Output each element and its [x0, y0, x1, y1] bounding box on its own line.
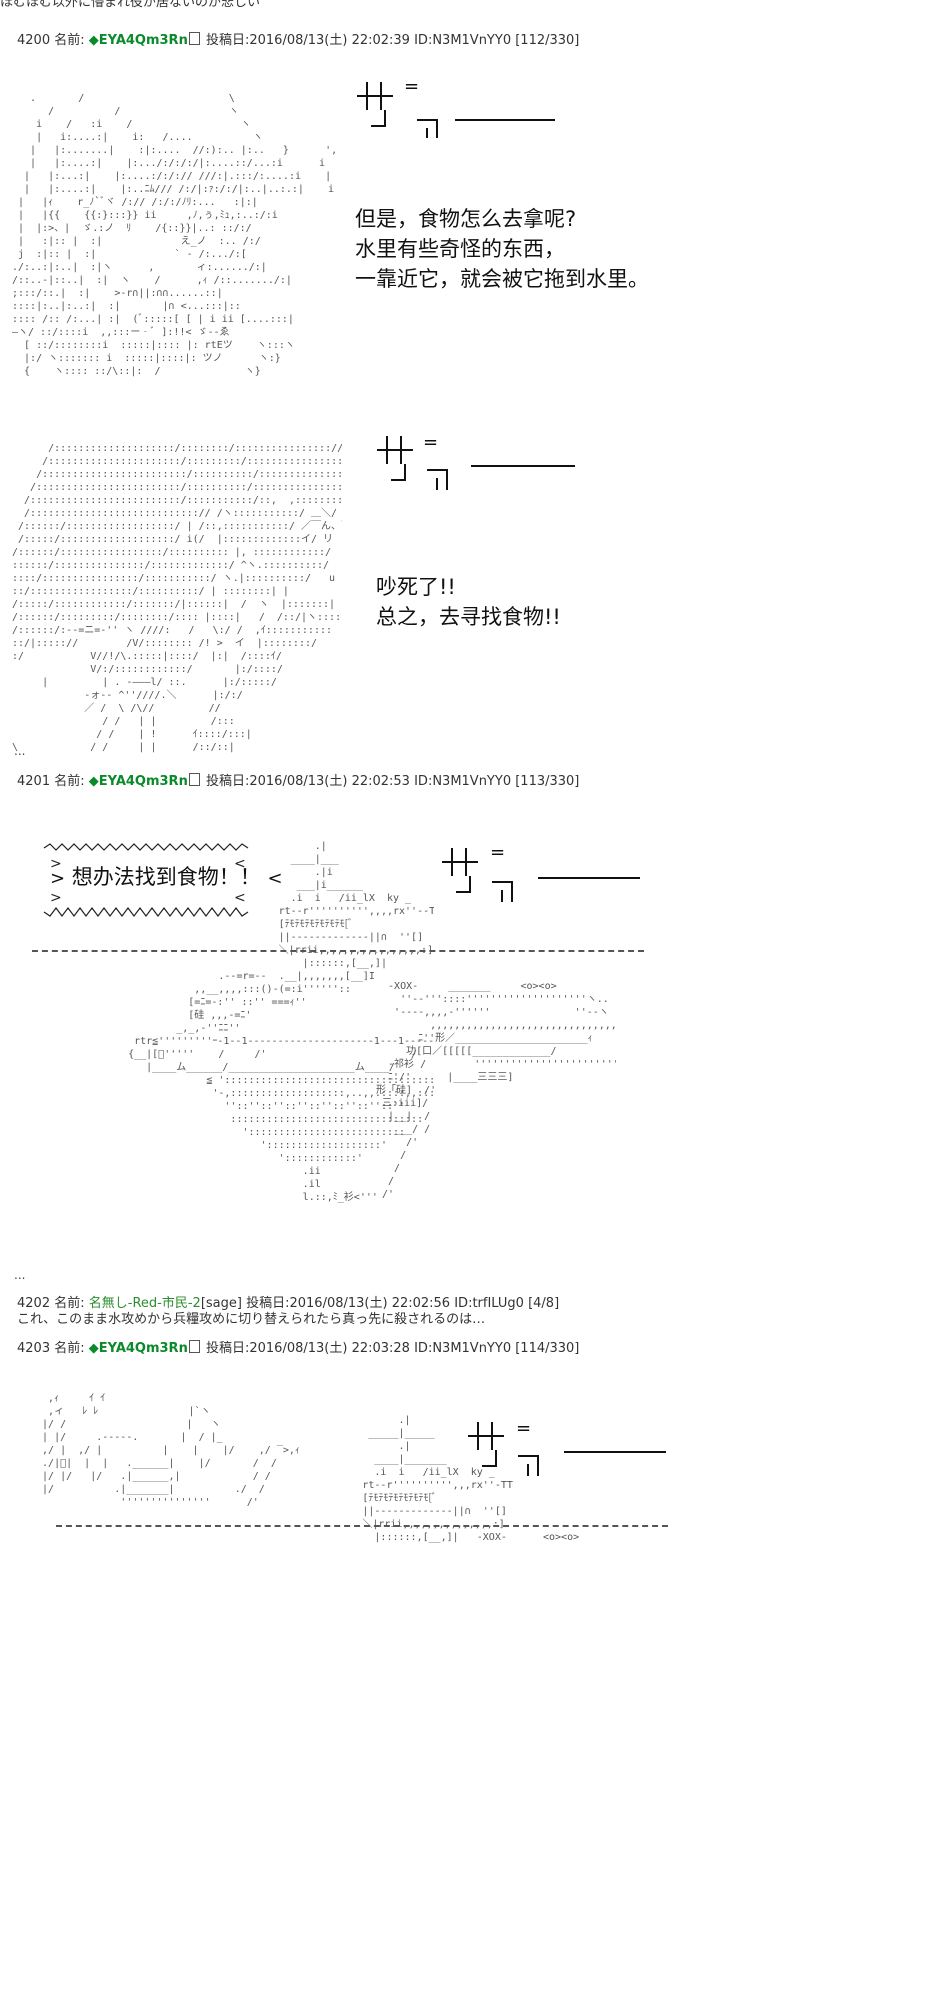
shout-text: 想办法找到食物！！	[71, 865, 261, 889]
dialog-line: 水里有些奇怪的东西，	[355, 237, 565, 261]
sage-label: [sage]	[200, 1296, 242, 1311]
post-header-4203: 4203 名前: ◆EYA4Qm3Rn 投稿日:2016/08/13(土) 22…	[17, 1340, 579, 1357]
ascii-art-ship-right: -XOX- _______ <o><o> ''--'''::::''''''''…	[376, 981, 616, 1200]
dialog-line: 但是，食物怎么去拿呢?	[355, 207, 577, 231]
post-date: 2016/08/13(土) 22:03:28	[249, 1341, 410, 1356]
poster-id[interactable]: ID:N3M1VnYY0	[414, 774, 512, 789]
poster-name[interactable]: ◆EYA4Qm3Rn	[88, 33, 188, 48]
poster-name[interactable]: ◆EYA4Qm3Rn	[88, 774, 188, 789]
svg-text:>: >	[50, 856, 62, 872]
ascii-art-sfx-gogo: ,ｨ ｲ ｲ ,ィ ﾚ ﾚ |`ヽ |/ / | ヽ | |/ .-----. …	[42, 1393, 300, 1508]
name-label: 名前:	[54, 33, 85, 48]
sfx-za-icon	[377, 436, 575, 490]
post-date: 2016/08/13(土) 22:02:56	[289, 1296, 451, 1311]
date-label: 投稿日:	[205, 33, 250, 48]
post-date: 2016/08/13(土) 22:02:53	[249, 774, 410, 789]
shout-gt: >	[50, 868, 66, 889]
post-count: [113/330]	[515, 774, 580, 789]
poster-name[interactable]: 名無し-Red-市民-2	[88, 1296, 201, 1311]
name-label: 名前:	[54, 774, 85, 789]
trip-icon	[188, 773, 200, 786]
post-header-4200: 4200 名前: ◆EYA4Qm3Rn 投稿日:2016/08/13(土) 22…	[17, 32, 579, 49]
svg-text:<: <	[234, 856, 246, 872]
name-label: 名前:	[54, 1341, 85, 1356]
sfx-equals: =	[404, 76, 420, 97]
trip-icon	[188, 1340, 200, 1353]
date-label: 投稿日:	[246, 1296, 290, 1311]
post-number[interactable]: 4200	[17, 33, 51, 48]
post-number[interactable]: 4201	[17, 774, 51, 789]
sfx-equals: =	[423, 432, 439, 453]
post-count: [114/330]	[515, 1341, 580, 1356]
sfx-equals: =	[516, 1418, 532, 1439]
shout-lt: <	[267, 868, 283, 889]
post-number[interactable]: 4202	[17, 1296, 51, 1311]
dialog-panel-2: 吵死了!! 总之，去寻找食物!!	[376, 572, 561, 632]
post-date: 2016/08/13(土) 22:02:39	[249, 33, 410, 48]
ellipsis: ...	[14, 744, 26, 758]
sfx-za-icon	[468, 1422, 666, 1476]
poster-id[interactable]: ID:N3M1VnYY0	[414, 1341, 512, 1356]
trip-icon	[188, 32, 200, 45]
dialog-line: 吵死了!!	[376, 575, 456, 599]
horizon-line	[56, 1525, 668, 1527]
ascii-art-ship: .| ____|___ .|i ___|i______ .i i /ii_lX …	[128, 841, 434, 1203]
name-label: 名前:	[54, 1296, 85, 1311]
post-header-4202: 4202 名前: 名無し-Red-市民-2[sage] 投稿日:2016/08/…	[17, 1296, 559, 1312]
ascii-art-ship-2: .| _____|_____ .| ____|_______ .i i /ii_…	[362, 1415, 580, 1543]
poster-id[interactable]: ID:trfILUg0	[454, 1296, 524, 1311]
dialog-line: 总之，去寻找食物!!	[376, 605, 561, 629]
post-header-4201: 4201 名前: ◆EYA4Qm3Rn 投稿日:2016/08/13(土) 22…	[17, 773, 579, 790]
horizon-line	[32, 950, 644, 952]
ellipsis: ...	[14, 1268, 26, 1282]
date-label: 投稿日:	[205, 774, 250, 789]
sfx-equals: =	[490, 842, 506, 863]
poster-id[interactable]: ID:N3M1VnYY0	[414, 33, 512, 48]
dialog-line: 一靠近它，就会被它拖到水里。	[355, 267, 649, 291]
dialog-panel-1: 但是，食物怎么去拿呢? 水里有些奇怪的东西， 一靠近它，就会被它拖到水里。	[355, 204, 649, 294]
shout-bubble: > > < <	[43, 843, 249, 917]
svg-text:<: <	[234, 890, 246, 906]
sfx-za-icon	[442, 848, 640, 902]
poster-name[interactable]: ◆EYA4Qm3Rn	[88, 1341, 188, 1356]
post-count: [4/8]	[528, 1296, 560, 1311]
svg-text:>: >	[50, 890, 62, 906]
shout-text-row: > 想办法找到食物！！ <	[50, 864, 283, 892]
post-count: [112/330]	[515, 33, 580, 48]
top-caption: ほむほむ以外に懵まれ役が居ないのが悲しい	[0, 0, 261, 10]
sfx-za-icon	[357, 82, 555, 138]
date-label: 投稿日:	[205, 1341, 250, 1356]
ascii-art-girl-2: /::::::::::::::::::::/::::::::/:::::::::…	[12, 443, 342, 753]
post-body-4202: これ、このまま水攻めから兵糧攻めに切り替えられたら真っ先に殺されるのは…	[17, 1312, 486, 1327]
ascii-art-girl-1: . / \ / / ヽ i / :i / ヽ | i:....:| i: /..…	[12, 93, 338, 377]
post-number[interactable]: 4203	[17, 1341, 51, 1356]
